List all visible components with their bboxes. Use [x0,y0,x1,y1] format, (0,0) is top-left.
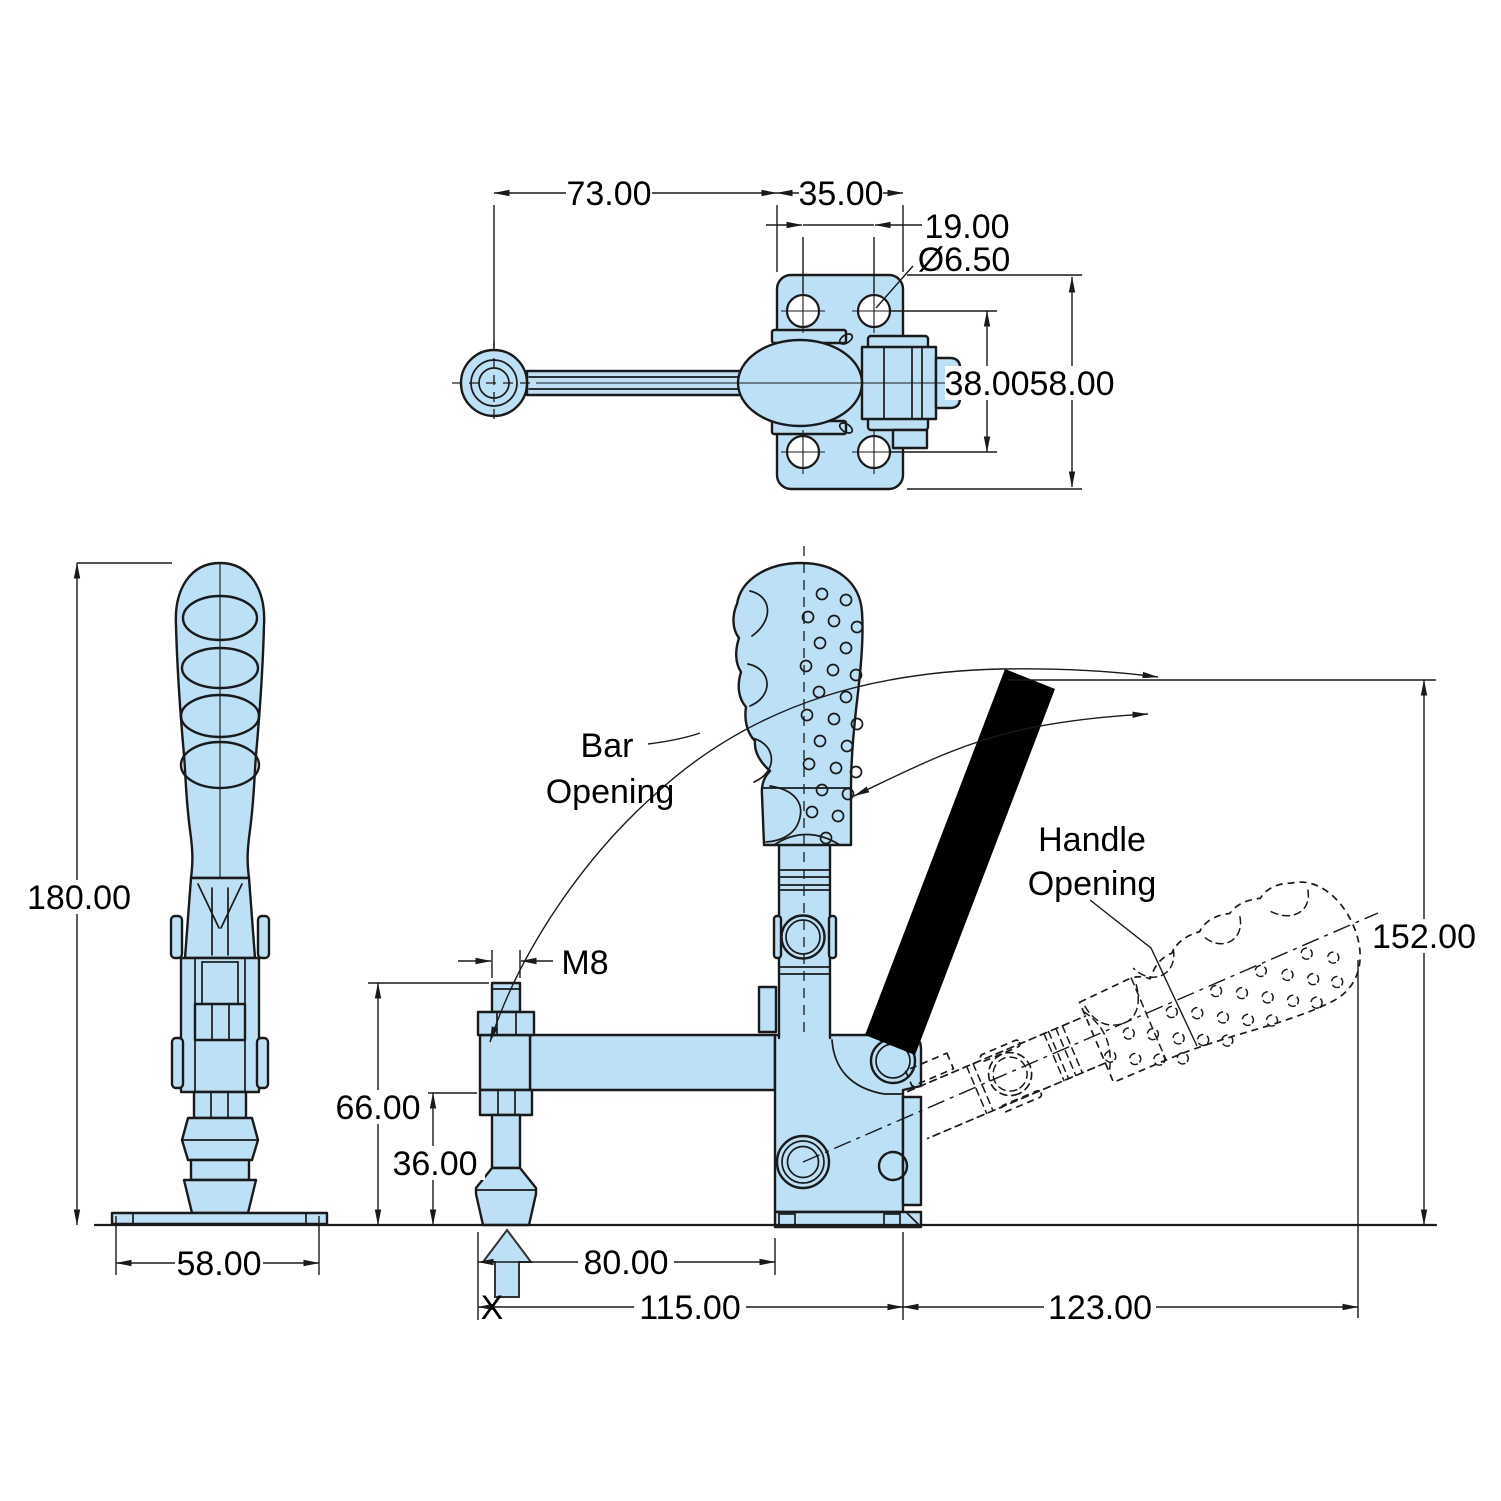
handle-closed [732,561,864,1040]
dim-spindle-top-height: 66.00 [335,1089,420,1127]
label-bar-opening-1: Bar [581,727,634,765]
label-clamp-point: X [481,1289,504,1327]
dim-overall-height: 180.00 [27,879,131,917]
open-bar-ghost [865,669,1055,1055]
front-view [474,546,1379,1298]
top-view [452,273,962,491]
dim-handle-reach: 123.00 [1048,1289,1152,1327]
dim-hole-dia: Ø6.50 [918,241,1011,279]
side-view [110,561,329,1226]
dim-plate-width: 35.00 [798,175,883,213]
clamp-force-arrow [481,1228,533,1298]
opening-annotations: Bar Opening Handle Opening [489,668,1198,1047]
dim-hole-pitch-y: 38.00 [944,365,1029,403]
dim-overall-reach: 115.00 [639,1289,740,1327]
dim-base-width: 58.00 [176,1245,261,1283]
mounting-holes [781,289,896,474]
dim-hole-pitch-x: 19.00 [924,208,1009,246]
dim-spindle-offset: 73.00 [566,175,651,213]
dim-open-height: 152.00 [1372,918,1476,956]
dim-under-bar-height: 36.00 [392,1145,477,1183]
dim-plate-length: 58.00 [1029,365,1114,403]
dim-spindle-thread: M8 [561,944,608,982]
dim-bar-reach: 80.00 [583,1244,668,1282]
label-handle-opening-2: Opening [1028,865,1157,903]
label-handle-opening-1: Handle [1038,821,1146,859]
label-bar-opening-2: Opening [546,773,675,811]
